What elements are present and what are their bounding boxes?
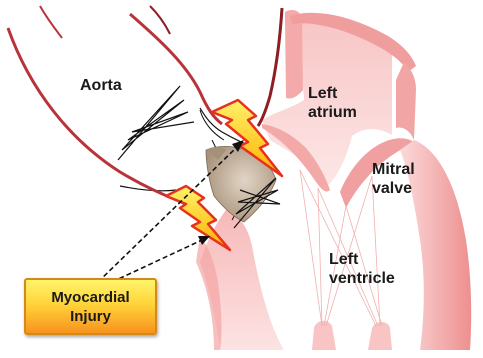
aorta-wall-inner-tip — [150, 6, 170, 34]
label-left-atrium-line2: atrium — [308, 103, 357, 122]
aorta-wall-outer — [8, 28, 186, 204]
label-left-ventricle-line1: Left — [329, 250, 395, 269]
myocardial-injury-callout: Myocardial Injury — [24, 278, 157, 335]
label-left-atrium: Left atrium — [308, 84, 357, 122]
label-left-atrium-line1: Left — [308, 84, 357, 103]
label-aorta: Aorta — [80, 76, 122, 95]
label-mitral-valve-line1: Mitral — [372, 160, 415, 179]
callout-line1: Myocardial — [51, 288, 129, 307]
aorta-wall-right — [258, 8, 282, 126]
callout-line2: Injury — [70, 307, 111, 326]
label-left-ventricle: Left ventricle — [329, 250, 395, 288]
papillary-muscle-right — [368, 322, 392, 350]
aorta-wall-outer-upper — [40, 6, 62, 38]
right-atrial-wall — [396, 62, 416, 140]
aorta-wall-inner — [130, 14, 222, 124]
label-mitral-valve: Mitral valve — [372, 160, 415, 198]
label-left-ventricle-line2: ventricle — [329, 269, 395, 288]
label-mitral-valve-line2: valve — [372, 179, 415, 198]
arrow-to-lower-injury — [112, 240, 202, 282]
